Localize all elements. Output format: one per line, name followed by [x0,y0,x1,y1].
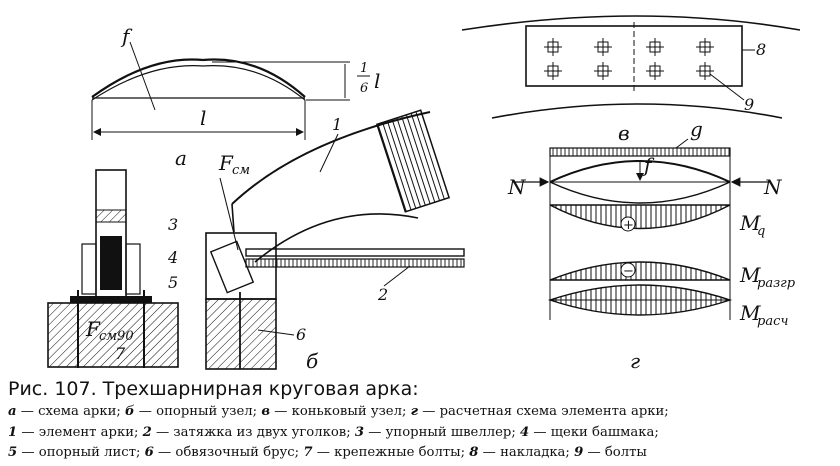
legend-key: а [8,404,17,419]
arch-figure: f l 1 6 l а F см90 7 F см [47,15,801,373]
cross-sections [375,109,451,213]
part-3: 3 [168,215,178,234]
ridge-node-v: 8 9 в [461,15,801,145]
span-label-a: l [200,106,206,130]
force-left: N [507,175,527,199]
force-right: N [763,175,783,199]
part-8: 8 [756,40,766,59]
legend-key: 1 [8,424,18,440]
mq-label: M [739,211,761,235]
support-node-b: F см90 7 F см 1 2 3 4 5 6 б [47,111,465,373]
ratio-den: 6 [360,81,368,96]
part-4: 4 [167,248,178,267]
caption-legend: а — схема арки; б — опорный узел; в — ко… [8,402,834,464]
mq-sub: q [757,224,765,239]
plus-sign: + [623,218,634,233]
label-g: г [630,349,640,373]
legend-text: крепежные болты; [334,445,466,460]
legend-key: 5 [8,445,18,460]
legend-text: опорный узел; [156,404,258,419]
mrazgr-sub: разгр [757,276,796,291]
part-5: 5 [168,273,178,292]
part-2: 2 [377,285,388,304]
caption-title: Рис. 107. Трехшарнирная круговая арка: [8,378,419,400]
part-7: 7 [115,344,126,363]
label-b: б [306,349,319,373]
part-1: 1 [332,115,342,134]
legend-text: накладка; [500,445,570,460]
legend-text: щеки башмака; [550,424,659,440]
mrazgr-label: M [739,263,761,287]
legend-text: опорный лист; [38,445,141,460]
bolt-grid [544,38,714,80]
legend-text: обвязочный брус; [175,445,300,460]
fcm-sub: см [232,163,250,178]
ratio-num: 1 [360,61,368,76]
legend-key: 7 [303,445,313,460]
legend-key: 2 [142,424,152,440]
mrasch-label: M [739,301,761,325]
legend-text: упорный швеллер; [385,424,516,440]
fcm90-label: F [85,317,101,341]
legend-text: элемент арки; [38,424,139,440]
fcm-label: F [218,151,234,175]
legend-key: 9 [574,445,584,460]
label-v: в [618,121,630,145]
figure-caption: Рис. 107. Трехшарнирная круговая арка: а… [8,376,834,464]
arch-scheme-a: f l 1 6 l а [91,24,380,170]
caption-line-3: 5 — опорный лист; 6 — обвязочный брус; 7… [8,445,647,460]
legend-text: болты [604,445,647,460]
legend-key: г [410,404,419,419]
legend-text: коньковый узел; [291,404,407,419]
legend-key: 4 [519,424,530,440]
legend-key: б [125,404,135,419]
legend-key: 8 [469,445,479,460]
legend-text: схема арки; [38,404,121,419]
ratio-tail: l [374,69,380,93]
caption-line-1: а — схема арки; б — опорный узел; в — ко… [8,404,669,419]
mrasch-sub: расч [757,314,788,329]
sag-label-g: f [642,153,655,177]
label-a: а [175,146,187,170]
design-scheme-g: g f N N + M q − M разгр M расч г [507,117,796,373]
part-9: 9 [744,95,754,114]
caption-line-2: 1 — элемент арки; 2 — затяжка из двух уг… [8,424,659,440]
minus-sign: − [623,264,634,279]
legend-key: в [261,404,270,419]
part-6: 6 [296,325,306,344]
legend-text: затяжка из двух уголков; [173,424,351,440]
legend-key: 6 [144,445,154,460]
legend-text: расчетная схема элемента арки; [439,404,669,419]
load-label: g [690,117,703,141]
legend-key: 3 [354,424,365,440]
fcm90-sub: см90 [99,329,134,344]
